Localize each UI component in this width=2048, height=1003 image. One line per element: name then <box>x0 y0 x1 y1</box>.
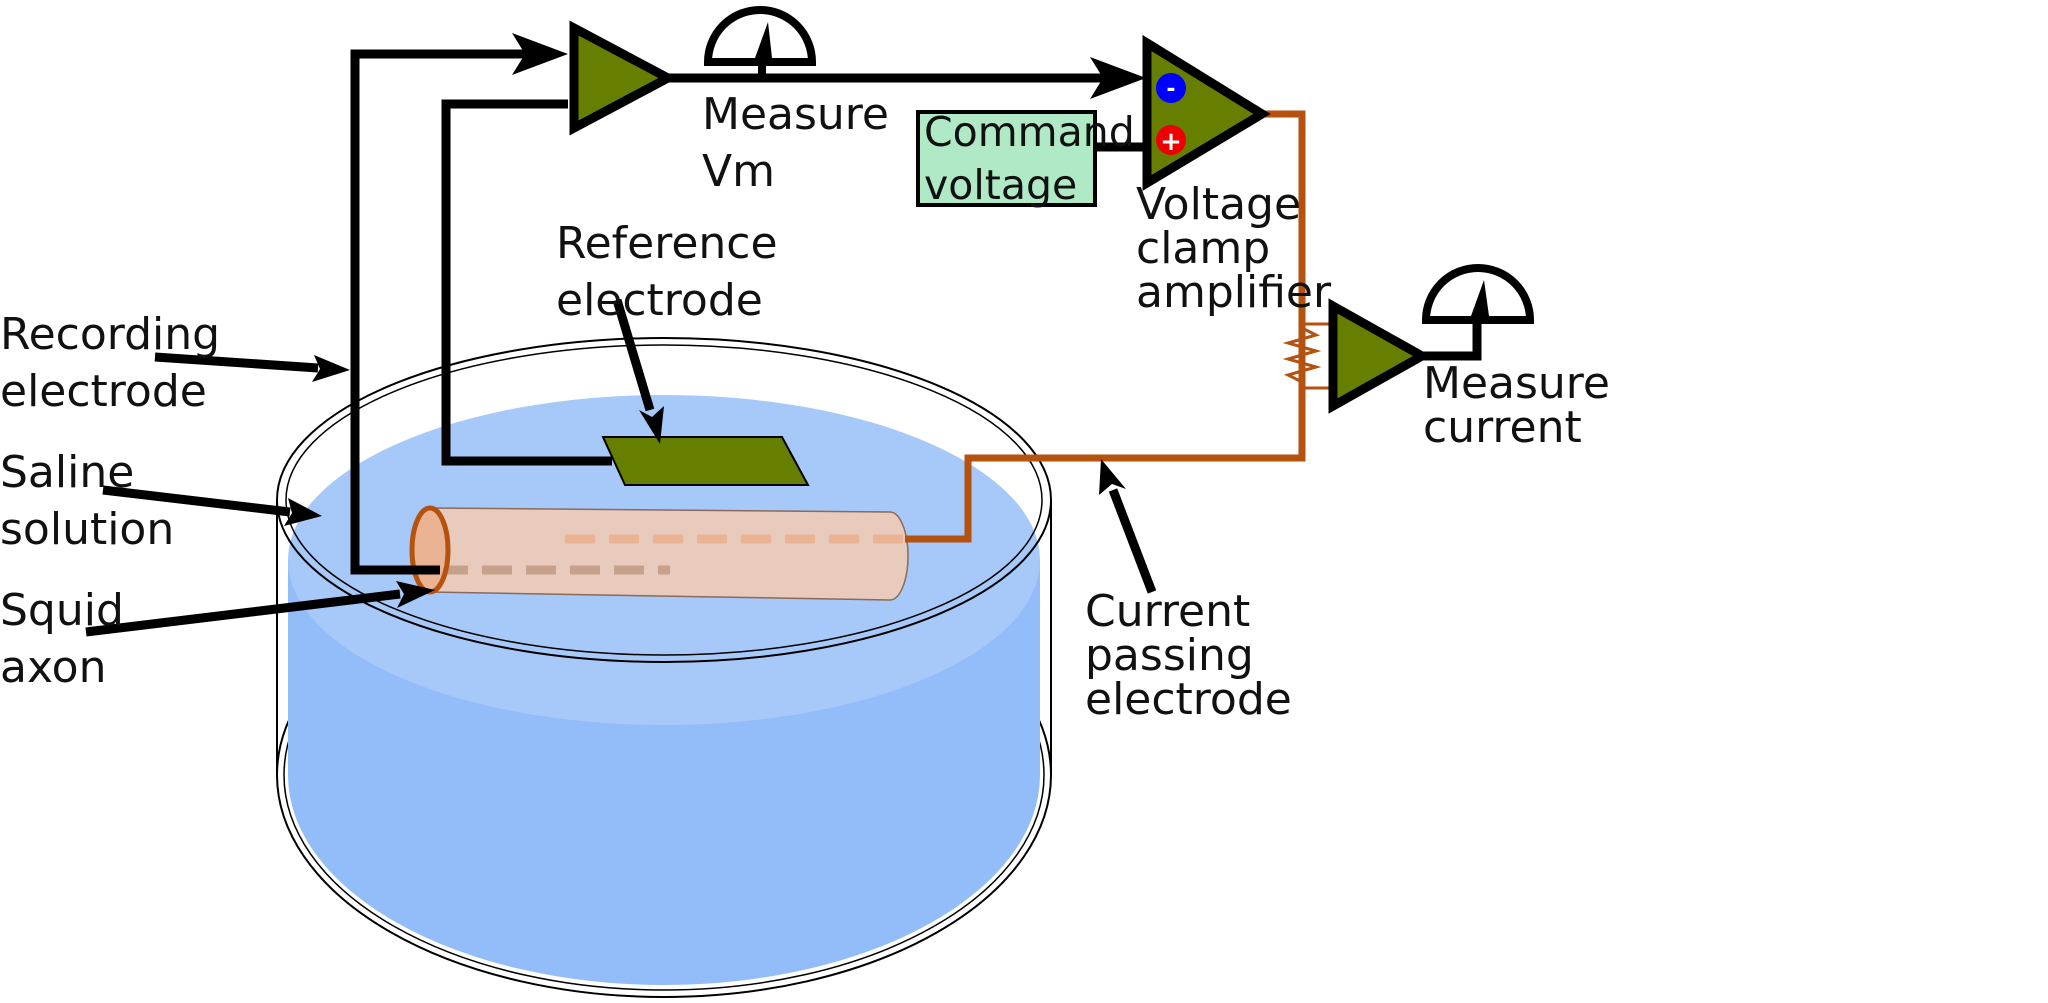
recording-electrode-wire <box>350 49 555 575</box>
axon-pointer <box>85 589 401 637</box>
resistor-coil-icon <box>1282 322 1334 390</box>
triangle-amplifier-icon <box>569 20 678 136</box>
triangle-amplifier-icon <box>1328 298 1432 414</box>
reference-pointer <box>612 298 655 412</box>
meter-gauge-icon <box>703 6 817 78</box>
triangle-amplifier-icon <box>1142 34 1271 191</box>
arrow-head <box>1090 57 1146 99</box>
command-voltage-box <box>916 110 1097 207</box>
current-meter-wire <box>1422 314 1482 361</box>
svg-text:+: + <box>1160 127 1182 157</box>
reference-electrode-wire <box>441 99 612 466</box>
axon-end <box>409 505 451 595</box>
arrow-head <box>512 33 568 75</box>
meter-gauge-icon <box>1421 264 1535 324</box>
saline-pointer <box>102 485 291 517</box>
svg-text:-: - <box>1166 77 1175 102</box>
squid-axon <box>409 505 909 601</box>
minus-terminal-icon: - <box>1156 73 1186 103</box>
current-passing-wire <box>905 110 1306 543</box>
reference-electrode-plate <box>601 436 810 486</box>
recording-electrode-pointer <box>154 352 319 373</box>
current-electrode-pointer <box>1108 488 1157 594</box>
plus-terminal-icon: + <box>1156 125 1186 157</box>
